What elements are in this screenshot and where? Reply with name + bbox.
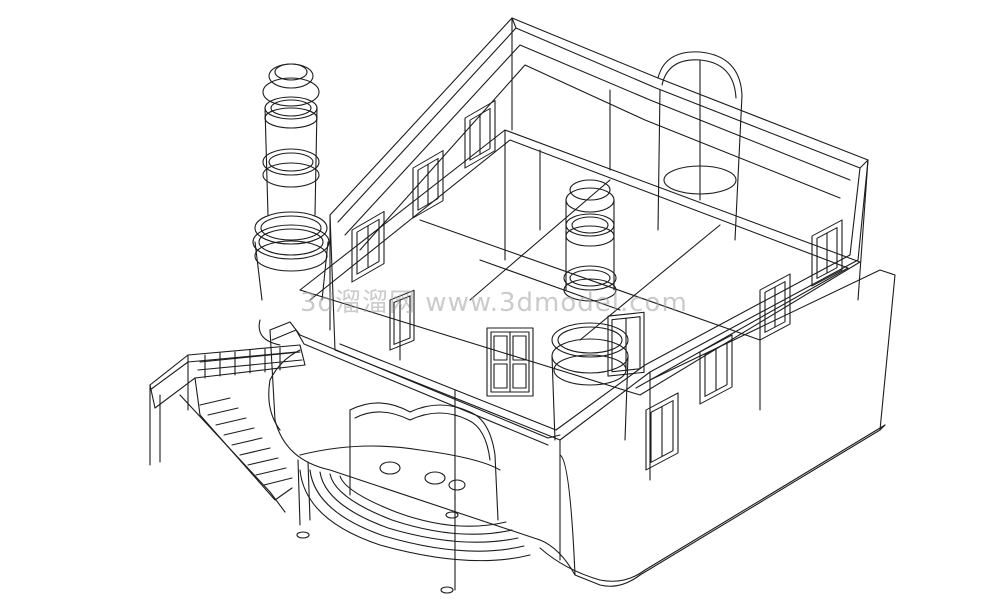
windows-right-facade: [645, 219, 843, 471]
left-column-stack: [252, 63, 330, 301]
roof-parapet: [329, 17, 869, 441]
rear-round-tower: [657, 51, 743, 241]
side-door: [607, 311, 645, 377]
exterior-staircase: [149, 344, 306, 513]
vertical-posts: [329, 17, 869, 561]
windows-left-facade: [351, 100, 496, 351]
front-door: [486, 327, 534, 397]
balcony-railings: [258, 319, 561, 446]
mid-floor-slab: [299, 89, 861, 396]
middle-column-stack: [551, 179, 629, 441]
front-portico-steps: [296, 402, 531, 594]
